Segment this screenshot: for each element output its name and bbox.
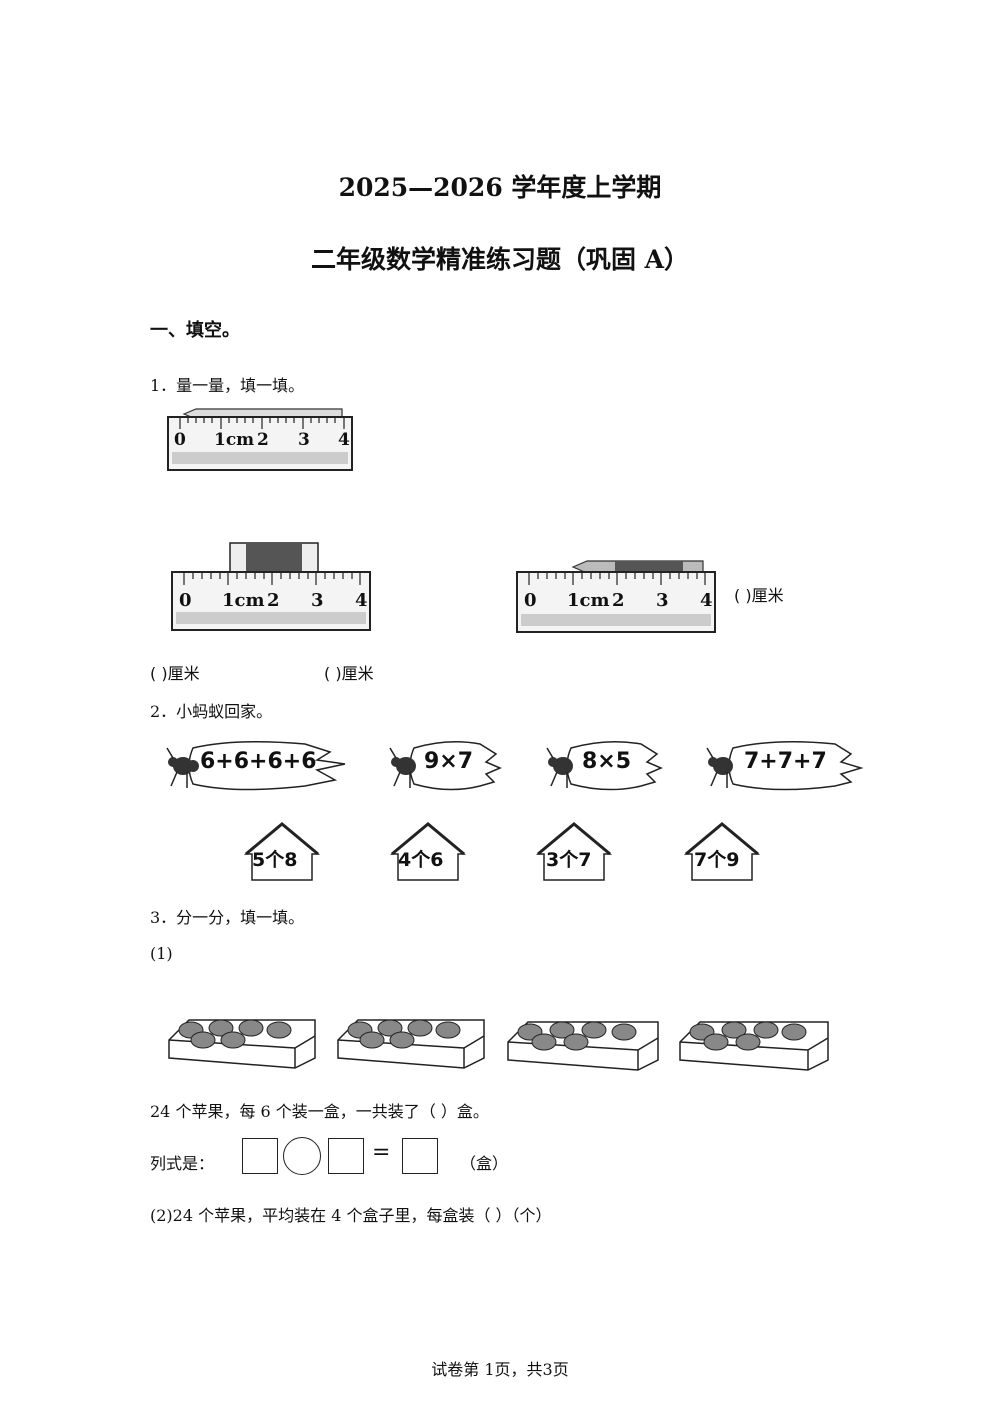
ruler2-label-0: 0 [179,590,192,611]
ruler-label-1cm: 1cm [214,430,255,450]
question-2-prompt: 2．小蚂蚁回家。 [150,702,273,721]
question-3-part-1-text: 24 个苹果，每 6 个装一盒，一共装了（ ）盒。 [150,1102,489,1121]
leaf-expression-3[interactable]: 8×5 [582,749,632,774]
leaf-expression-1[interactable]: 6+6+6+6 [200,749,317,774]
ruler2-label-3: 3 [311,590,324,611]
house-label-3[interactable]: 3个7 [546,849,592,871]
answer-blank-a[interactable]: ( )厘米 [150,664,200,683]
ruler2-label-1cm: 1cm [222,590,265,611]
section-heading: 一、填空。 [150,320,240,341]
apple-box-3 [507,1021,659,1071]
house-label-4[interactable]: 7个9 [694,849,740,871]
house-4 [683,822,761,881]
page-footer: 试卷第 1页，共3页 [431,1360,569,1379]
ruler-label-0: 0 [174,430,186,450]
ruler3-label-4: 4 [700,590,713,611]
house-label-2[interactable]: 4个6 [398,849,444,871]
apple-box-4 [679,1021,829,1071]
ruler3-label-0: 0 [524,590,537,611]
ruler3-label-3: 3 [656,590,669,611]
ruler2-label-4: 4 [355,590,368,611]
house-1 [243,822,321,881]
page-subtitle: 二年级数学精准练习题（巩固 A） [310,245,690,274]
ruler-label-2: 2 [257,430,269,450]
ruler3-label-1cm: 1cm [567,590,610,611]
ruler-label-4: 4 [338,430,350,450]
ruler-label-3: 3 [298,430,310,450]
formula-label: 列式是： [150,1154,215,1173]
leaf-ant-2 [389,741,502,791]
formula-unit: （盒） [460,1154,509,1173]
apple-box-2 [337,1019,485,1069]
house-label-1[interactable]: 5个8 [252,849,298,871]
question-1-prompt: 1．量一量，填一填。 [150,376,305,395]
leaf-ant-1 [166,741,346,791]
page-title: 2025—2026 学年度上学期 [338,173,662,202]
leaf-expression-4[interactable]: 7+7+7 [744,749,827,774]
apple-box-1 [168,1019,316,1069]
leaf-expression-2[interactable]: 9×7 [424,749,474,774]
question-3-part-2-text: (2)24 个苹果，平均装在 4 个盒子里，每盒装（ ）（个） [150,1206,552,1225]
ruler2-label-2: 2 [267,590,280,611]
formula-box-1[interactable] [242,1138,278,1174]
ruler-pencil-figure [167,408,353,471]
question-3-prompt: 3．分一分，填一填。 [150,908,305,927]
question-3-part-1-label: (1) [150,944,173,963]
formula-equals: = [372,1140,391,1165]
answer-blank-b[interactable]: ( )厘米 [324,664,374,683]
leaf-ant-3 [546,741,663,791]
formula-operator-circle[interactable] [283,1137,321,1175]
ruler-eraser-figure [171,542,371,631]
house-2 [389,822,467,881]
ruler3-label-2: 2 [612,590,625,611]
formula-box-2[interactable] [328,1138,364,1174]
formula-box-result[interactable] [402,1138,438,1174]
leaf-ant-4 [706,741,864,791]
answer-blank-c[interactable]: ( )厘米 [734,586,784,605]
house-3 [535,822,613,881]
ruler-pencil-figure-2 [516,560,716,633]
